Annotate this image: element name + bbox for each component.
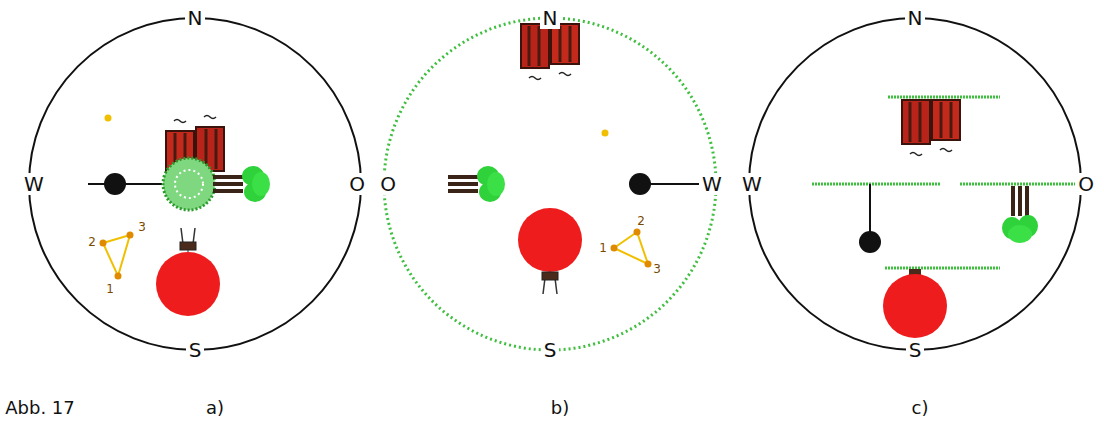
vertex-number: 1 [599,242,607,255]
direction-letter: O [377,173,399,195]
direction-letter: N [905,7,926,29]
vertex-number: 3 [138,221,146,234]
direction-letter: W [739,173,765,195]
vertex-number: 1 [106,283,114,296]
figure-number: Abb. 17 [5,398,75,418]
panel-letter: c) [912,398,929,418]
vertex-number: 3 [653,263,661,276]
direction-letter: W [21,173,47,195]
direction-letter: S [541,339,560,361]
vertex-number: 2 [637,215,645,228]
direction-letter: S [186,339,205,361]
direction-letter: N [540,7,561,29]
direction-letter: W [699,173,725,195]
vertex-number: 2 [88,236,96,249]
direction-letter: O [346,173,368,195]
direction-letter: S [906,339,925,361]
panel-letter: b) [551,398,569,418]
direction-letter: O [1075,173,1097,195]
panel-letter: a) [206,398,224,418]
direction-letter: N [185,7,206,29]
